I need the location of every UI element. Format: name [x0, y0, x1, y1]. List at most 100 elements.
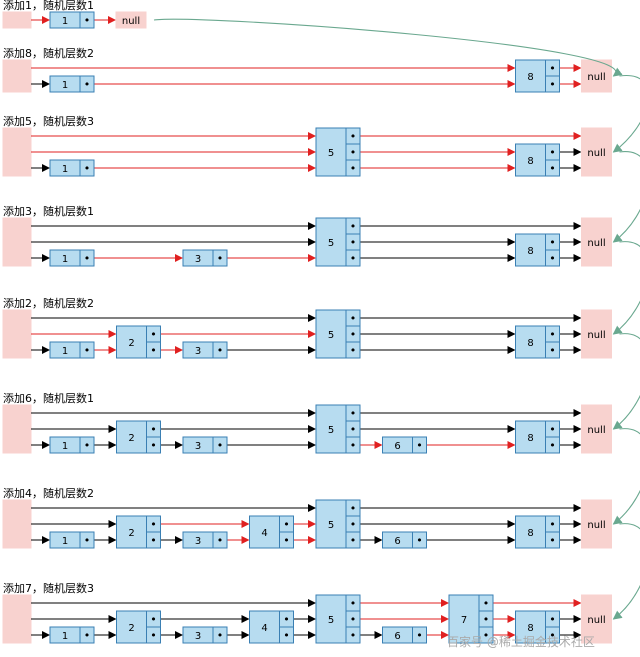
- node-3: 3•: [182, 436, 228, 454]
- null-label: null: [587, 148, 605, 159]
- node-5: 5•••: [315, 594, 361, 644]
- node-6: 6•: [382, 436, 427, 454]
- node-key-label: 3: [195, 536, 201, 547]
- node-5: 5•••: [315, 127, 361, 177]
- node-key-label: 5: [328, 425, 334, 436]
- head-node: [2, 59, 32, 93]
- pointer-cell: [212, 436, 228, 454]
- node-key-cell: [315, 404, 347, 454]
- head-node: [2, 217, 32, 267]
- node-key-cell: [116, 610, 147, 644]
- step-7: 1•2••3•4••5•••6•8••null: [2, 499, 612, 549]
- pointer-cell: [545, 233, 560, 251]
- pointer-cell: [146, 610, 161, 628]
- pointer-cell: [79, 75, 95, 93]
- pointer-dot: •: [549, 162, 556, 175]
- node-key-label: 7: [461, 615, 467, 626]
- null-node: [581, 127, 612, 177]
- pointer-cell: [345, 217, 361, 235]
- node-2: 2••: [116, 420, 161, 454]
- pointer-dot: •: [350, 629, 357, 642]
- node-key-cell: [515, 610, 546, 644]
- node-key-cell: [116, 420, 147, 454]
- head-node: [2, 11, 32, 29]
- step-4: 1•3•5•••8••null: [2, 217, 612, 267]
- pointer-dot: •: [549, 252, 556, 265]
- pointer-cell: [345, 309, 361, 327]
- node-5: 5•••: [315, 309, 361, 359]
- node-6: 6•: [382, 626, 427, 644]
- node-2: 2••: [116, 610, 161, 644]
- pointer-cell: [212, 531, 228, 549]
- flow-arrow: [612, 75, 640, 153]
- pointer-cell: [79, 436, 95, 454]
- node-key-cell: [515, 143, 546, 177]
- pointer-dot: •: [350, 344, 357, 357]
- pointer-cell: [412, 531, 427, 549]
- node-1: 1•: [49, 626, 95, 644]
- node-key-cell: [448, 594, 480, 644]
- pointer-dot: •: [84, 344, 91, 357]
- steps-layer: 1•null1•8••null1•5•••8••null1•3•5•••8••n…: [2, 11, 612, 644]
- node-7: 7•••: [448, 594, 494, 644]
- node-key-cell: [315, 309, 347, 359]
- pointer-dot: •: [350, 534, 357, 547]
- pointer-dot: •: [150, 344, 157, 357]
- node-key-label: 5: [328, 238, 334, 249]
- step-caption: 添加8，随机层数2: [3, 47, 94, 60]
- pointer-dot: •: [350, 613, 357, 626]
- node-5: 5•••: [315, 499, 361, 549]
- node-key-label: 8: [527, 246, 533, 257]
- pointer-cell: [545, 325, 560, 343]
- node-key-label: 1: [62, 346, 68, 357]
- node-key-cell: [515, 420, 546, 454]
- pointer-dot: •: [84, 439, 91, 452]
- node-key-label: 5: [328, 330, 334, 341]
- node-4: 4••: [249, 515, 294, 549]
- pointer-dot: •: [150, 439, 157, 452]
- node-5: 5•••: [315, 217, 361, 267]
- pointer-dot: •: [217, 629, 224, 642]
- pointer-dot: •: [84, 629, 91, 642]
- pointer-dot: •: [217, 534, 224, 547]
- node-8: 8 • •: [515, 233, 560, 267]
- step-2: 1•8••null: [2, 59, 612, 93]
- pointer-cell: [345, 499, 361, 517]
- pointer-dot: •: [549, 146, 556, 159]
- head-node: [2, 594, 32, 644]
- head-node: [2, 309, 32, 359]
- null-node: [115, 11, 147, 29]
- pointer-dot: •: [84, 534, 91, 547]
- flow-arrow: [612, 333, 640, 430]
- pointer-dot: •: [483, 597, 490, 610]
- null-label: null: [587, 238, 605, 249]
- node-key-label: 8: [527, 338, 533, 349]
- step-3: 1•5•••8••null: [2, 127, 612, 177]
- pointer-dot: •: [84, 78, 91, 91]
- node-key-label: 1: [62, 631, 68, 642]
- pointer-cell: [478, 594, 494, 612]
- pointer-dot: •: [350, 439, 357, 452]
- pointer-cell: [146, 325, 161, 343]
- node-key-label: 1: [62, 164, 68, 175]
- node-3: 3•: [182, 626, 228, 644]
- node-key-label: 2: [128, 338, 134, 349]
- node-key-cell: [249, 515, 280, 549]
- pointer-dot: •: [84, 14, 91, 27]
- null-label: null: [587, 615, 605, 626]
- pointer-dot: •: [150, 534, 157, 547]
- null-label: null: [587, 425, 605, 436]
- node-8: 8••: [515, 610, 560, 644]
- step-1: 1•null: [2, 11, 147, 29]
- null-node: [581, 217, 612, 267]
- pointer-dot: •: [283, 534, 290, 547]
- pointer-dot: •: [549, 629, 556, 642]
- null-node: [581, 594, 612, 644]
- node-key-label: 8: [527, 623, 533, 634]
- pointer-dot: •: [350, 407, 357, 420]
- null-node: [581, 404, 612, 454]
- pointer-dot: •: [549, 236, 556, 249]
- node-key-label: 6: [394, 441, 400, 452]
- pointer-cell: [212, 249, 228, 267]
